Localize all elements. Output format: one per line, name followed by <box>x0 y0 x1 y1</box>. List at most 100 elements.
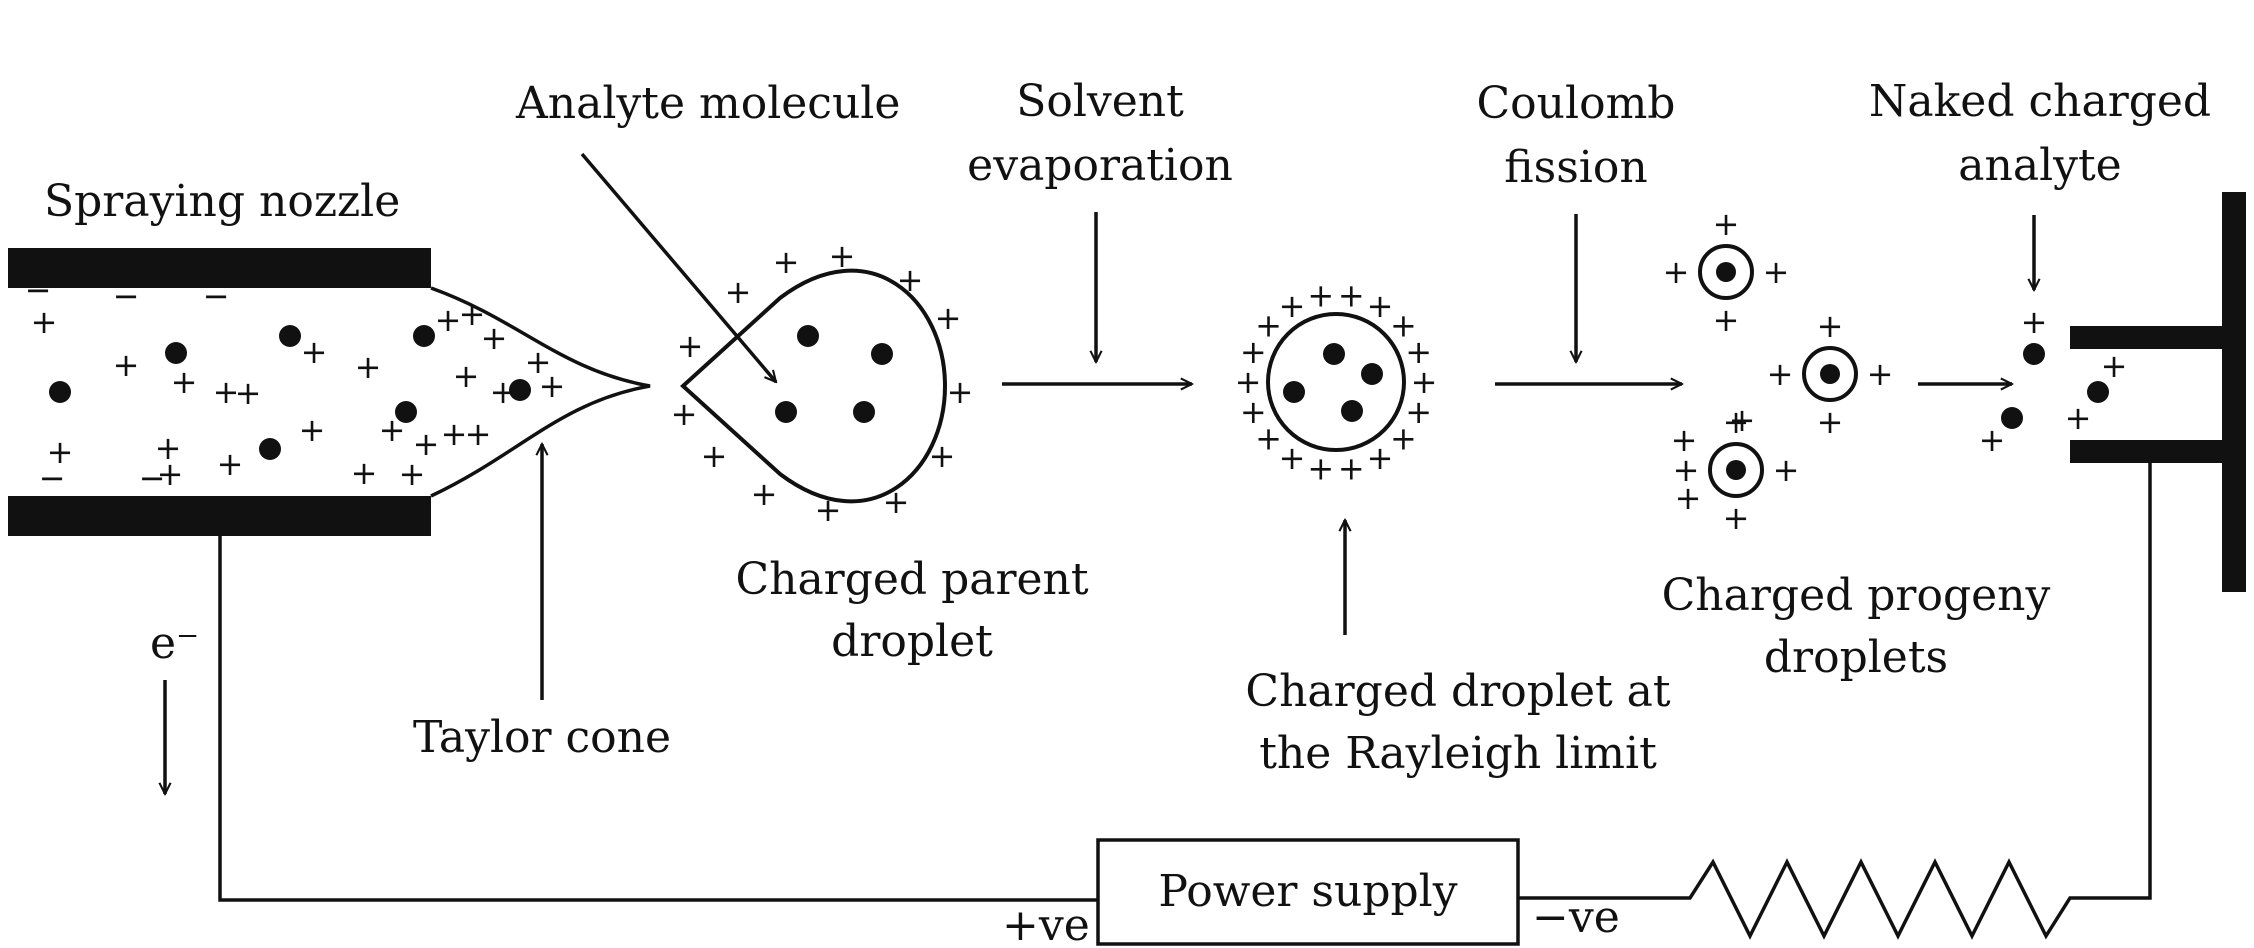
pointer-arrows <box>165 152 2034 794</box>
rayleigh-analyte-dot <box>1361 363 1383 385</box>
progeny-droplets-label-2: droplets <box>1764 632 1948 683</box>
parent-plus-sign: + <box>701 437 728 475</box>
resistor <box>1518 463 2152 940</box>
nozzle-analyte-dot <box>413 325 435 347</box>
ms-inlet <box>2070 192 2246 592</box>
circuit <box>218 463 2152 946</box>
taylor-cone-label: Taylor cone <box>413 712 671 763</box>
nozzle-plus-sign: + <box>113 346 140 384</box>
nozzle-plus-sign: + <box>31 303 58 341</box>
parent-plus-sign: + <box>671 395 698 433</box>
nozzle-plus-sign: + <box>155 429 182 467</box>
parent-analyte-dot <box>853 401 875 423</box>
rayleigh-plus-sign: + <box>1367 287 1394 325</box>
rayleigh-plus-sign: + <box>1240 333 1267 371</box>
rayleigh-plus-sign: + <box>1367 439 1394 477</box>
rayleigh-plus-sign: + <box>1307 450 1334 488</box>
nozzle-plus-sign: + <box>465 415 492 453</box>
nozzle-plus-sign: + <box>459 295 486 333</box>
progeny-droplets-label-1: Charged progeny <box>1662 570 2051 621</box>
naked-charged-analyte: ++++ <box>1979 303 2128 459</box>
spraying-nozzle <box>8 248 651 536</box>
positive-terminal-label: +ve <box>1002 900 1090 948</box>
rayleigh-plus-sign: + <box>1240 393 1267 431</box>
rayleigh-plus-sign: + <box>1279 439 1306 477</box>
progeny-plus-sign: + <box>1817 403 1844 441</box>
progeny-plus-sign: + <box>1671 421 1698 459</box>
nozzle-minus-sign: − <box>39 459 66 497</box>
nozzle-plus-sign: + <box>157 455 184 493</box>
rayleigh-plus-sign: + <box>1390 420 1417 458</box>
parent-plus-sign: + <box>815 491 842 529</box>
nozzle-minus-sign: − <box>139 459 166 497</box>
nozzle-minus-sign: − <box>203 277 230 315</box>
progeny-plus-sign: + <box>1773 451 1800 489</box>
nozzle-analyte-dot <box>259 438 281 460</box>
parent-plus-sign: + <box>677 327 704 365</box>
progeny-plus-sign: + <box>1723 403 1750 441</box>
parent-plus-sign: + <box>947 373 974 411</box>
progeny-plus-sign: + <box>1763 253 1790 291</box>
coulomb-fission-label-1: Coulomb <box>1477 78 1676 129</box>
nozzle-plus-sign: + <box>399 455 426 493</box>
solvent-evaporation-label-1: Solvent <box>1016 76 1184 127</box>
progeny-plus-sign: + <box>1729 401 1756 439</box>
taylor-cone-shape <box>430 286 651 498</box>
parent-droplet-label-1: Charged parent <box>735 554 1088 605</box>
nozzle-plus-sign: + <box>171 363 198 401</box>
progeny-plus-sign: + <box>1713 301 1740 339</box>
rayleigh-droplet-label-2: the Rayleigh limit <box>1259 728 1657 779</box>
progeny-plus-sign: + <box>1663 253 1690 291</box>
naked-plus-sign: + <box>2065 399 2092 437</box>
parent-plus-sign: + <box>829 237 856 275</box>
nozzle-plus-sign: + <box>299 411 326 449</box>
rayleigh-plus-sign: + <box>1338 276 1365 314</box>
electron-label: e⁻ <box>150 618 199 669</box>
nozzle-plus-sign: + <box>539 367 566 405</box>
parent-plus-sign: + <box>725 273 752 311</box>
rayleigh-plus-sign: + <box>1255 420 1282 458</box>
nozzle-plus-sign: + <box>435 301 462 339</box>
rayleigh-plus-sign: + <box>1338 450 1365 488</box>
nozzle-analyte-dot <box>165 342 187 364</box>
rayleigh-limit-droplet <box>1266 312 1406 452</box>
progeny-plus-sign: + <box>1723 499 1750 537</box>
nozzle-plus-sign: + <box>525 343 552 381</box>
analyte-pointer <box>580 152 776 382</box>
progeny-analyte-dot <box>1820 364 1840 384</box>
naked-analyte-dot <box>2001 407 2023 429</box>
parent-plus-sign: + <box>751 475 778 513</box>
inlet-bottom-plate <box>2070 440 2246 463</box>
nozzle-plus-sign: + <box>355 348 382 386</box>
parent-plus-sign: + <box>929 437 956 475</box>
nozzle-analyte-dot <box>509 379 531 401</box>
parent-plus-sign: + <box>773 243 800 281</box>
naked-analyte-label-2: analyte <box>1958 140 2121 191</box>
rayleigh-plus-sign: + <box>1307 276 1334 314</box>
progeny-plus-sign: + <box>1673 451 1700 489</box>
power-supply-label: Power supply <box>1158 866 1457 917</box>
parent-analyte-dot <box>871 343 893 365</box>
negative-terminal-label: −ve <box>1532 892 1620 943</box>
progeny-plus-sign: + <box>1817 307 1844 345</box>
progeny-plus-sign: + <box>1675 479 1702 517</box>
nozzle-plus-sign: + <box>235 374 262 412</box>
analyte-molecule-label: Analyte molecule <box>515 78 900 129</box>
nozzle-plus-sign: + <box>481 319 508 357</box>
rayleigh-analyte-dot <box>1341 400 1363 422</box>
nozzle-plus-sign: + <box>47 433 74 471</box>
nozzle-plus-sign: + <box>413 425 440 463</box>
labels: Spraying nozzle Analyte molecule Solvent… <box>44 76 2211 948</box>
charged-parent-droplet <box>680 268 948 504</box>
circuit-wire-left <box>218 536 1098 902</box>
parent-plus-sign: + <box>935 299 962 337</box>
parent-plus-sign: + <box>883 483 910 521</box>
parent-plus-sign: + <box>897 261 924 299</box>
progeny-analyte-dot <box>1726 460 1746 480</box>
naked-plus-sign: + <box>2021 303 2048 341</box>
coulomb-fission-label-2: fission <box>1504 142 1647 193</box>
nozzle-minus-sign: − <box>113 277 140 315</box>
rayleigh-plus-sign: + <box>1411 363 1438 401</box>
progeny-droplets: +++++++++++++++ <box>1663 205 1894 537</box>
